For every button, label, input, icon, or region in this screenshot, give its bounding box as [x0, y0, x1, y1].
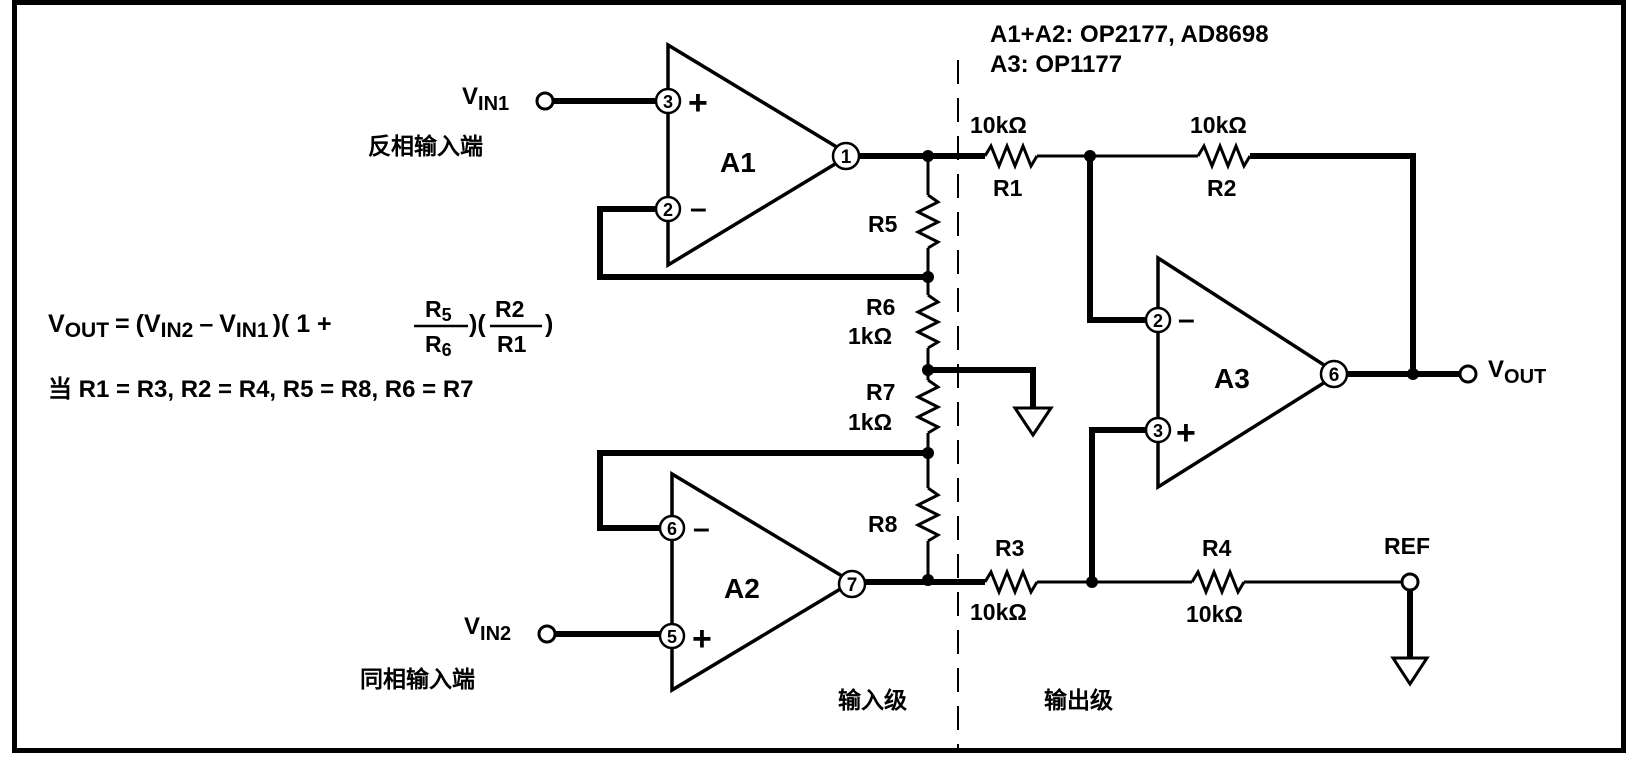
frac1-numerator: R5 — [425, 296, 452, 325]
a2-pin-5-number: 5 — [667, 627, 677, 647]
a3-pin-2 — [1144, 306, 1172, 334]
ground-icon-ref — [1390, 656, 1430, 687]
output-stage-label: 输出级 — [1044, 687, 1113, 714]
a2-pin-6 — [658, 514, 686, 542]
a3-pin-3-number: 3 — [1153, 421, 1163, 441]
wire-a1-feedback — [597, 206, 928, 280]
parts-note-line1: A1+A2: OP2177, AD8698 — [990, 21, 1269, 48]
opamp-a1-label: A1 — [720, 147, 756, 178]
r2-value: 10kΩ — [1190, 112, 1247, 138]
r3-label: R3 — [995, 535, 1024, 561]
r4-label: R4 — [1202, 535, 1232, 561]
input-stage-label: 输入级 — [838, 687, 907, 714]
a1-pin-1-number: 1 — [841, 147, 852, 168]
a3-pin-2-number: 2 — [1153, 311, 1163, 331]
resistor-r7 — [914, 378, 942, 435]
resistor-r6 — [914, 293, 942, 350]
a3-pin-6-number: 6 — [1329, 365, 1340, 386]
r5-label: R5 — [868, 211, 898, 237]
a2-pin-6-number: 6 — [667, 519, 677, 539]
a2-pin-7-number: 7 — [847, 575, 858, 596]
vin2-label: VIN2 — [464, 613, 511, 645]
resistor-r4 — [1190, 567, 1246, 597]
r4-value: 10kΩ — [1186, 601, 1243, 627]
resistor-r3 — [983, 567, 1039, 597]
r7-value: 1kΩ — [848, 409, 892, 435]
wire-to-a3-inv — [1087, 156, 1146, 323]
vin2-terminal[interactable] — [537, 624, 557, 644]
r8-label: R8 — [868, 511, 898, 537]
opamp-a3-label: A3 — [1214, 363, 1250, 394]
a3-plus-sign: + — [1176, 414, 1196, 452]
wire-to-ground-mid — [928, 367, 1036, 408]
resistor-r1 — [983, 141, 1039, 171]
gain-formula: VOUT=(VIN2–VIN1)( 1 + R5 R6 )( R2 R1 ) 当… — [48, 296, 553, 403]
r2-label: R2 — [1207, 175, 1236, 201]
r3-value: 10kΩ — [970, 599, 1027, 625]
r6-label: R6 — [866, 294, 895, 320]
a1-pin-3-number: 3 — [663, 92, 673, 112]
a2-minus-sign: – — [693, 512, 710, 545]
vin2-description: 同相输入端 — [360, 666, 475, 693]
vin1-terminal[interactable] — [535, 91, 555, 111]
opamp-a2-label: A2 — [724, 573, 760, 604]
opamp-a2 — [670, 470, 856, 694]
resistor-r5 — [914, 193, 942, 250]
ground-icon-mid — [1012, 406, 1054, 438]
vin1-label: VIN1 — [462, 83, 509, 115]
formula-main-line: VOUT=(VIN2–VIN1)( 1 + — [48, 310, 332, 342]
ref-label: REF — [1384, 533, 1430, 559]
junction-vout — [1407, 368, 1419, 380]
junction-r3-r4 — [1086, 576, 1098, 588]
wire-to-a3-noninv — [1089, 427, 1146, 582]
vout-label: VOUT — [1488, 356, 1546, 388]
frac2-denominator: R1 — [497, 331, 527, 357]
wire-a2-feedback — [597, 450, 928, 531]
a2-plus-sign: + — [692, 620, 712, 658]
ref-terminal[interactable] — [1400, 572, 1420, 592]
vin1-description: 反相输入端 — [368, 133, 483, 160]
a1-pin-2-number: 2 — [663, 200, 673, 220]
parts-note-line2: A3: OP1177 — [990, 51, 1122, 78]
resistor-r2 — [1196, 141, 1252, 171]
r6-value: 1kΩ — [848, 323, 892, 349]
vout-terminal[interactable] — [1458, 364, 1478, 384]
opamp-a1 — [666, 41, 854, 269]
a1-pin-3 — [654, 87, 682, 115]
a1-minus-sign: – — [690, 192, 707, 225]
resistor-r8 — [914, 486, 942, 543]
formula-between: )( — [469, 310, 486, 338]
r1-label: R1 — [993, 175, 1023, 201]
opamp-a3 — [1156, 254, 1342, 491]
r1-value: 10kΩ — [970, 112, 1027, 138]
frac2-numerator: R2 — [495, 296, 524, 322]
a3-minus-sign: – — [1178, 303, 1195, 336]
wire-a3-feedback — [1250, 153, 1416, 374]
formula-close: ) — [545, 310, 553, 338]
a1-plus-sign: + — [688, 84, 708, 122]
frac1-denominator: R6 — [425, 331, 452, 360]
r7-label: R7 — [866, 379, 895, 405]
formula-condition: 当 R1 = R3, R2 = R4, R5 = R8, R6 = R7 — [48, 376, 474, 403]
